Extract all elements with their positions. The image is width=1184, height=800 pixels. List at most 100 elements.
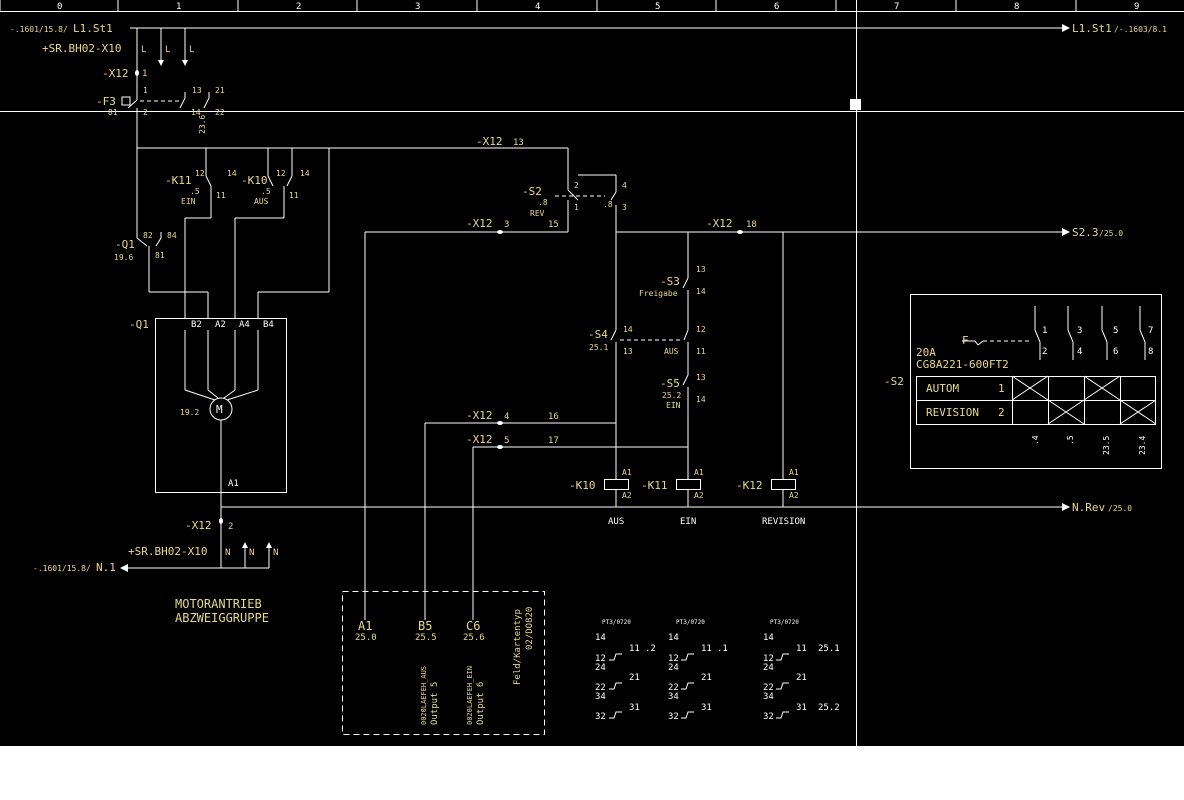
s4-pin-14: 14 bbox=[623, 325, 633, 334]
q1-motor-block: -Q1 B2 A2 A4 B4 M 19.2 A1 bbox=[129, 318, 287, 520]
io-term-b5: B5 bbox=[418, 619, 432, 633]
ct3-c3: 31 bbox=[796, 703, 807, 713]
io-term-a1-ref: 25.0 bbox=[355, 633, 377, 643]
k10-contact-name: -K10 bbox=[241, 174, 268, 187]
f3-pin-22: 22 bbox=[215, 108, 225, 117]
io-b5-output: Output 5 bbox=[430, 682, 440, 725]
sr-top-pin-2: L bbox=[165, 45, 170, 55]
coil-k10: -K10 A1 A2 AUS bbox=[569, 468, 632, 527]
k10-pin-14: 14 bbox=[300, 169, 310, 178]
k11-contact-label: EIN bbox=[181, 197, 196, 206]
column-label-9: 9 bbox=[1134, 2, 1139, 12]
ct1-r5: 34 bbox=[595, 692, 606, 702]
s2-row-2-label: REVISION bbox=[926, 406, 979, 419]
column-label-7: 7 bbox=[894, 2, 899, 12]
crosshair-cursor[interactable] bbox=[0, 0, 1184, 746]
s2-contact-3: 3 bbox=[1077, 326, 1082, 336]
io-term-c6: C6 bbox=[466, 619, 480, 633]
ct3-r1: 14 bbox=[763, 633, 774, 643]
ct1-header: PT3/0720 bbox=[602, 619, 631, 626]
s5-pin-13: 13 bbox=[696, 373, 706, 382]
s2-contact-2: 2 bbox=[1042, 347, 1047, 357]
f3-pin-21: 21 bbox=[215, 86, 225, 95]
s5-name: -S5 bbox=[660, 377, 680, 390]
s2-contact-1: 1 bbox=[1042, 326, 1047, 336]
q1-pin-a2: A2 bbox=[215, 320, 226, 330]
x12-terminal-2: -X12 2 bbox=[185, 518, 233, 568]
x12-17-num: 17 bbox=[548, 436, 559, 446]
k11-coil-name: -K11 bbox=[641, 479, 668, 492]
f3-pin-81: 81 bbox=[108, 108, 118, 117]
io-card-label: Feld/Kartentyp bbox=[513, 609, 523, 685]
x12-5-wire: -X12 5 17 bbox=[466, 433, 688, 620]
k11-contact-name: -K11 bbox=[165, 174, 192, 187]
s2-name: -S2 bbox=[522, 185, 542, 198]
x12-18-name: -X12 bbox=[706, 217, 733, 230]
l1-left-label: L1.St1 bbox=[73, 22, 113, 35]
f3-pin-14: 14 bbox=[191, 108, 201, 117]
ct2-r2: 12 bbox=[668, 654, 679, 664]
ct1-c2: 21 bbox=[629, 673, 640, 683]
s2-ref-4: 23.4 bbox=[1138, 436, 1147, 455]
ct2-r6: 32 bbox=[668, 712, 679, 722]
io-b5-signal: 0020LAEFEH_AUS bbox=[420, 666, 428, 725]
sr-bottom-terminals: +SR.BH02-X10 N N N -.1601/15.8/ N.1 bbox=[33, 542, 278, 574]
column-label-5: 5 bbox=[655, 2, 660, 12]
column-label-4: 4 bbox=[535, 2, 540, 12]
s3-pin-13: 13 bbox=[696, 265, 706, 274]
s2-ref: .8 bbox=[538, 198, 548, 207]
column-label-3: 3 bbox=[415, 2, 420, 12]
x12-4-name: -X12 bbox=[466, 409, 493, 422]
ct3-r6: 32 bbox=[763, 712, 774, 722]
column-label-2: 2 bbox=[296, 2, 301, 12]
column-label-1: 1 bbox=[176, 2, 181, 12]
s2-contact-5: 5 bbox=[1113, 326, 1118, 336]
nrev-label: N.Rev bbox=[1072, 501, 1105, 514]
x12-15-num: 15 bbox=[548, 220, 559, 230]
x12-4-num: 4 bbox=[504, 412, 509, 422]
s4-label: AUS bbox=[664, 347, 679, 356]
s2-contact-7: 7 bbox=[1148, 326, 1153, 336]
s2-contact-6: 6 bbox=[1113, 347, 1118, 357]
ct3-c2: 21 bbox=[796, 673, 807, 683]
k10-aux-contact: -K10 .5 AUS 12 14 11 bbox=[234, 169, 310, 318]
s3-label: Freigabe bbox=[639, 289, 678, 298]
l1-left-ref: -.1601/15.8/ bbox=[10, 25, 68, 34]
coil-k12: -K12 A1 A2 REVISION bbox=[736, 232, 805, 527]
ct1-c1: 11 bbox=[629, 644, 640, 654]
x12-4-wire: -X12 4 16 bbox=[424, 409, 616, 620]
ct2-r5: 34 bbox=[668, 692, 679, 702]
s4-name: -S4 bbox=[588, 328, 608, 341]
f3-breaker: -F3 1 2 81 13 14 21 22 23.6 bbox=[96, 86, 225, 148]
ct1-r4: 22 bbox=[595, 683, 606, 693]
x12-2-name: -X12 bbox=[185, 519, 212, 532]
n-left-label: N.1 bbox=[96, 561, 116, 574]
sr-top-pin-3: L bbox=[189, 45, 194, 55]
contact-table-3: PT3/0720 14 12 24 22 34 32 11 21 31 25.1… bbox=[763, 619, 840, 722]
ct2-header: PT3/0720 bbox=[676, 619, 705, 626]
io-c6-signal: 0020LAEFEH_EIN bbox=[466, 666, 474, 725]
q1-pin-81: 81 bbox=[155, 251, 165, 260]
s2-label: REV bbox=[530, 209, 545, 218]
group-title-line2: ABZWEIGGRUPPE bbox=[175, 611, 269, 625]
s3-name: -S3 bbox=[660, 275, 680, 288]
group-title-line1: MOTORANTRIEB bbox=[175, 597, 262, 611]
x12-1-name: -X12 bbox=[102, 67, 129, 80]
f3-pin-2: 2 bbox=[143, 108, 148, 117]
s2-row-1-label: AUTOM bbox=[926, 382, 959, 395]
q1-pin-a4: A4 bbox=[239, 320, 250, 330]
s5-label: EIN bbox=[666, 401, 681, 410]
io-card-id: 02/DO820 bbox=[525, 607, 535, 650]
f3-pin-1: 1 bbox=[143, 86, 148, 95]
s2-selector-box: -S2 20A CG8A221-600FT2 F 1 2 3 4 5 6 7 8 bbox=[884, 294, 1162, 469]
f3-pin-13: 13 bbox=[192, 86, 202, 95]
s5-ref: 25.2 bbox=[662, 391, 681, 400]
sr-bottom-pin-2: N bbox=[249, 548, 254, 558]
q1-pin-b2: B2 bbox=[191, 320, 202, 330]
l1-right-ref: /-.1603/8.1 bbox=[1114, 25, 1167, 34]
x12-3-name: -X12 bbox=[466, 217, 493, 230]
x12-18-num: 18 bbox=[746, 220, 757, 230]
column-label-0: 0 bbox=[57, 2, 62, 12]
nrev-ref: /25.0 bbox=[1108, 504, 1132, 513]
control-wire-232: -X12 3 15 -X12 18 S2.3 /25.0 bbox=[364, 217, 1123, 620]
